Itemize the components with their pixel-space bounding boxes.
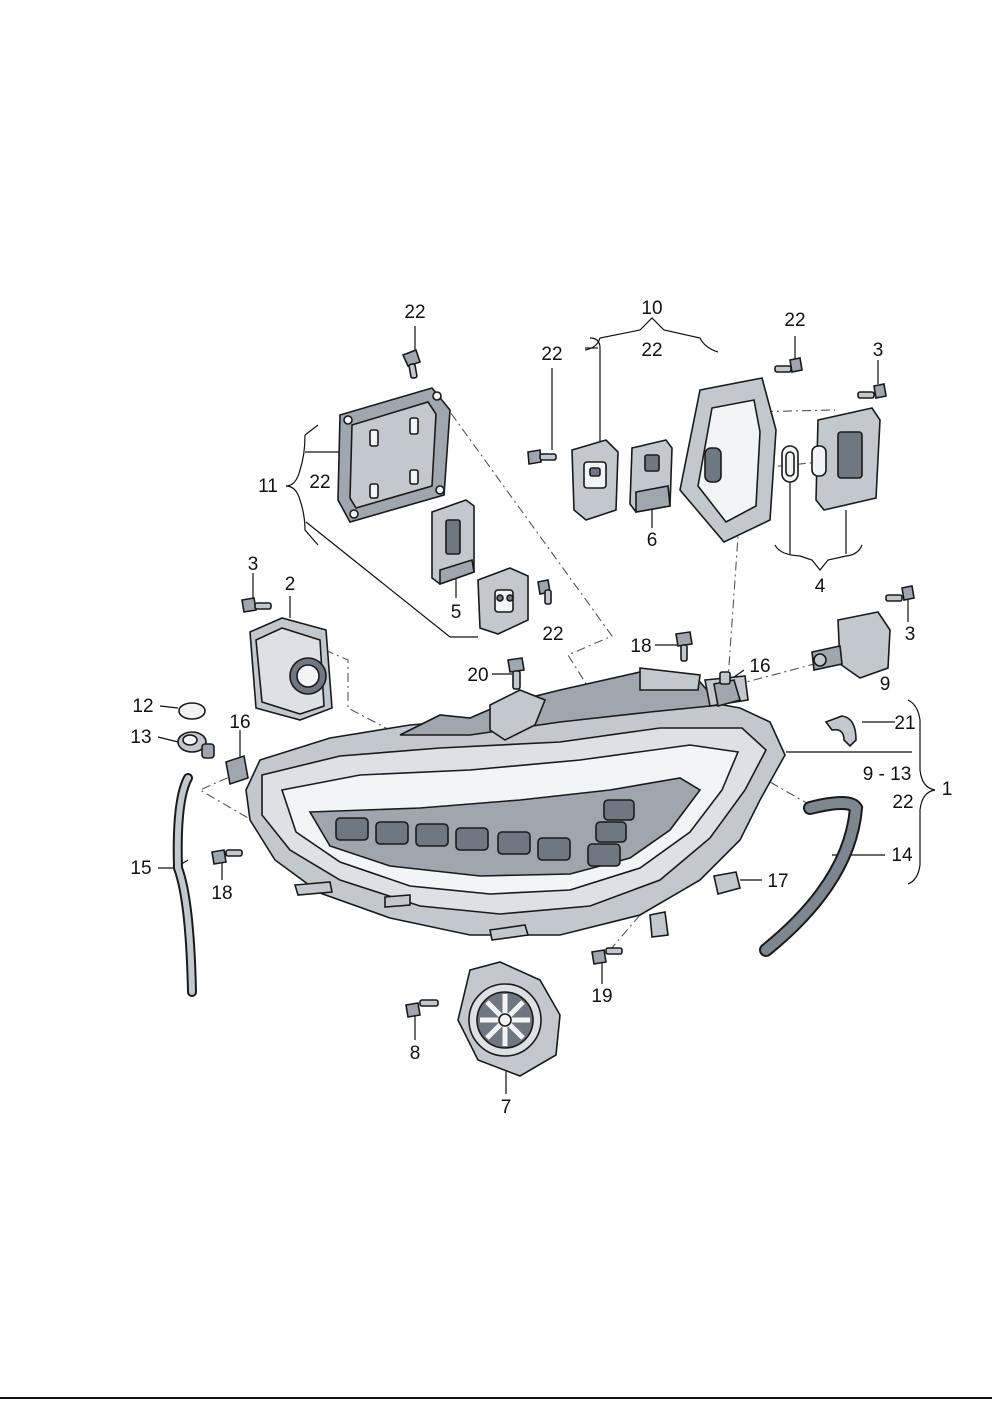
callout-14: 14 [891,845,913,866]
module-bracket [477,567,529,635]
seal-ring-4 [781,445,799,483]
callout-6: 6 [647,530,658,551]
screw-3-left [241,597,272,613]
screw-18-top [675,631,693,662]
screw-19 [591,947,623,965]
headlight-assembly [245,667,786,941]
callout-3-left: 3 [248,554,259,575]
callout-22-bracket-11: 22 [309,472,330,493]
callout-21: 21 [894,713,915,734]
callout-2: 2 [285,574,296,595]
cover-cap-7 [457,961,561,1077]
cover-plate-11 [337,387,451,523]
callout-5: 5 [451,602,462,623]
callout-22-top-left: 22 [404,302,425,323]
screw-8 [405,999,439,1018]
screw-3-right [885,585,915,602]
ballast-holder-10 [571,439,619,521]
callout-9-13: 9 - 13 [863,764,912,785]
control-unit-5 [431,499,475,586]
callout-15: 15 [130,858,151,879]
callout-16-right: 16 [749,656,770,677]
screw-20 [507,657,525,690]
callout-19: 19 [591,986,612,1007]
callout-3-top-right: 3 [873,340,884,361]
servo-motor-9 [811,611,891,679]
callout-12: 12 [132,696,153,717]
callout-22-left-screw: 22 [541,344,562,365]
elbow-21 [824,715,857,748]
bulb-socket-16-right [713,671,742,708]
screw-22-top-right [774,357,803,373]
callout-7: 7 [501,1097,512,1118]
callout-22-bracket-10: 22 [641,340,662,361]
screw-22-mid [537,579,552,605]
callout-16-left: 16 [229,712,250,733]
seal-strip-14 [759,796,864,957]
callout-8: 8 [410,1043,421,1064]
control-unit-6 [629,439,673,513]
callout-3-right: 3 [905,624,916,645]
callout-22-mid: 22 [542,624,563,645]
screw-18-bottom [211,849,243,865]
screw-3-top-right [857,383,887,399]
ballast-2 [249,617,333,721]
callout-1: 1 [942,779,953,800]
callout-10: 10 [641,298,662,319]
o-ring-12 [178,702,206,720]
callout-labels: 22 10 22 22 22 3 11 22 5 22 6 4 3 2 18 1… [130,298,952,1118]
callout-18-top: 18 [630,636,651,657]
callout-9: 9 [880,674,891,695]
bulb-socket-16-left [225,754,249,786]
clip-17 [713,871,741,895]
callout-13: 13 [130,727,151,748]
screw-22-left [527,449,557,465]
screws [211,348,915,1018]
callout-17: 17 [767,871,788,892]
callout-4: 4 [815,576,826,597]
frame-10 [679,377,777,543]
led-segments [335,799,635,867]
hose-15 [172,773,197,997]
callout-22-bracket-1: 22 [892,792,913,813]
callout-18-bottom: 18 [211,883,232,904]
screw-22-top-left [401,348,422,379]
vent-cap-13 [177,731,215,759]
callout-22-top-right: 22 [784,310,805,331]
callout-20: 20 [467,665,488,686]
control-unit-4 [811,407,881,511]
callout-11: 11 [258,476,278,497]
